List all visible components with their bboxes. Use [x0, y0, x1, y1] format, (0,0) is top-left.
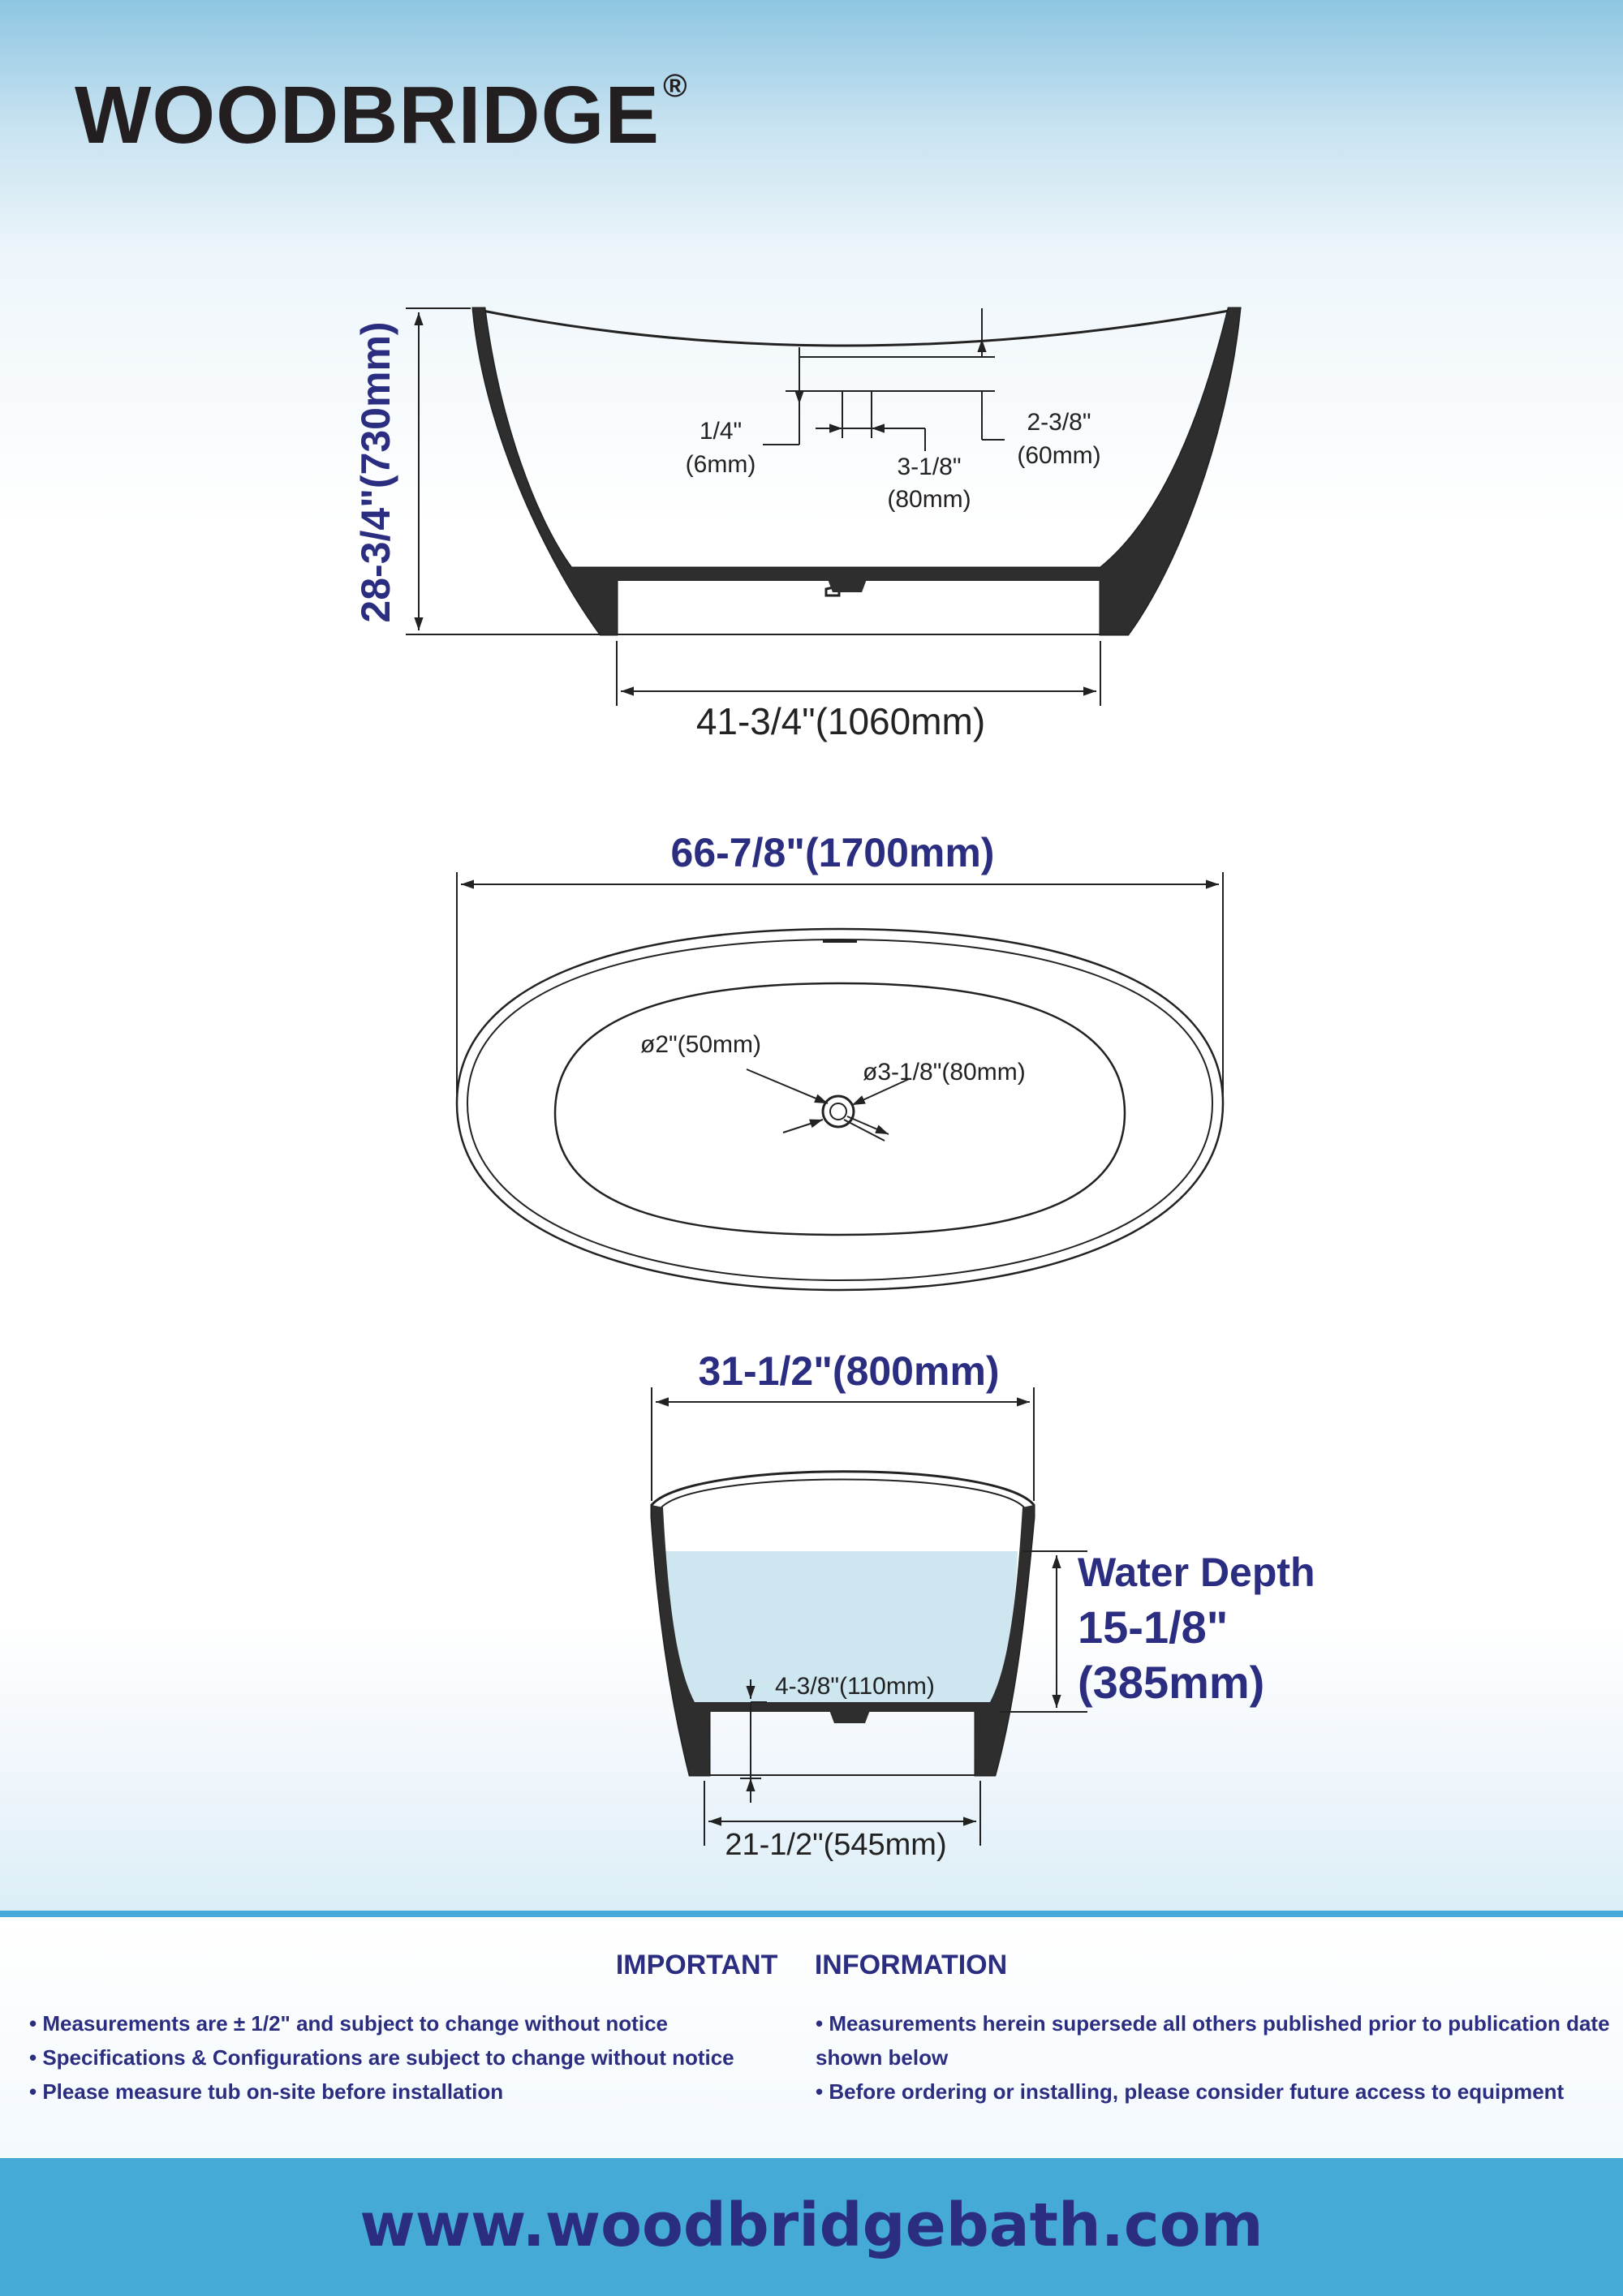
base-width-dimension [616, 641, 1101, 706]
height-label: 28-3/4"(730mm) [353, 321, 398, 622]
base-width-label: 41-3/4"(1060mm) [696, 700, 985, 742]
length-dimension [456, 872, 1224, 1103]
end-view-floor [695, 1702, 990, 1712]
overflow-drop-mm: (60mm) [1017, 442, 1100, 469]
end-view-drain [829, 1710, 870, 1723]
overflow-drop-label: 2-3/8" [1027, 409, 1091, 436]
info-list-left: Measurements are ± 1/2" and subject to c… [29, 2006, 792, 2109]
side-view: 1/4" (6mm) 3-1/8" (80mm) 2-3/8" (60mm) 2… [353, 307, 1242, 742]
side-view-right-wall [1100, 308, 1240, 634]
drain-inner [829, 1103, 847, 1120]
water-depth-mm: (385mm) [1078, 1657, 1264, 1708]
drain-height-dimension [740, 1679, 767, 1803]
brand-logo: WOODBRIDGE® [75, 70, 688, 156]
end-view: 31-1/2"(800mm) 4-3/8"(110mm) 21-1/2"(545… [650, 1348, 1315, 1862]
brand-name: WOODBRIDGE [75, 70, 661, 161]
water-depth-in: 15-1/8" [1078, 1602, 1228, 1653]
overflow-width-mm: (80mm) [887, 486, 971, 513]
length-label: 66-7/8"(1700mm) [671, 830, 995, 875]
drain-leaders [746, 1068, 910, 1142]
rim-dip-label: 1/4" [700, 418, 742, 445]
side-view-drain [828, 579, 867, 592]
top-view-inner-rim [466, 938, 1214, 1282]
end-width-label: 31-1/2"(800mm) [698, 1348, 999, 1394]
top-view-basin [553, 982, 1126, 1236]
side-view-left-wall [473, 308, 617, 634]
info-item: Before ordering or installing, please co… [816, 2075, 1611, 2109]
water-fill [665, 1551, 1018, 1704]
height-dimension [406, 307, 601, 635]
website-link[interactable]: www.woodbridgebath.com [359, 2191, 1264, 2260]
info-item: Measurements are ± 1/2" and subject to c… [29, 2006, 792, 2040]
end-view-rim-inner [661, 1478, 1025, 1508]
info-item: Please measure tub on-site before instal… [29, 2075, 792, 2109]
overflow-width-label: 3-1/8" [897, 454, 961, 480]
end-width-dimension [651, 1387, 1035, 1501]
end-base-width-dimension [704, 1781, 981, 1846]
drain-outer-label: ø3-1/8"(80mm) [863, 1059, 1026, 1086]
rim-dip-mm: (6mm) [686, 451, 756, 478]
side-view-rim [478, 308, 1234, 347]
info-title: IMPORTANT INFORMATION [615, 1950, 1008, 1980]
info-list-right: Measurements herein supersede all others… [816, 2006, 1611, 2109]
trademark-symbol: ® [663, 68, 688, 104]
important-information: IMPORTANT INFORMATION Measurements are ±… [0, 1911, 1623, 2158]
top-view: 66-7/8"(1700mm) ø2"(50mm) ø3-1/8"(80mm) [455, 830, 1225, 1292]
end-base-width-label: 21-1/2"(545mm) [725, 1828, 946, 1862]
drain-label: ø2"(50mm) [640, 1031, 761, 1058]
overflow-detail [763, 308, 1005, 451]
water-depth-title: Water Depth [1078, 1550, 1315, 1595]
top-view-outer-rim [455, 927, 1225, 1292]
water-depth-dimension [1000, 1550, 1087, 1713]
side-view-floor [571, 568, 1100, 581]
drain-height-label: 4-3/8"(110mm) [775, 1673, 935, 1700]
info-item: Specifications & Configurations are subj… [29, 2040, 792, 2075]
footer: www.woodbridgebath.com [0, 2158, 1623, 2296]
info-item: Measurements herein supersede all others… [816, 2006, 1611, 2075]
